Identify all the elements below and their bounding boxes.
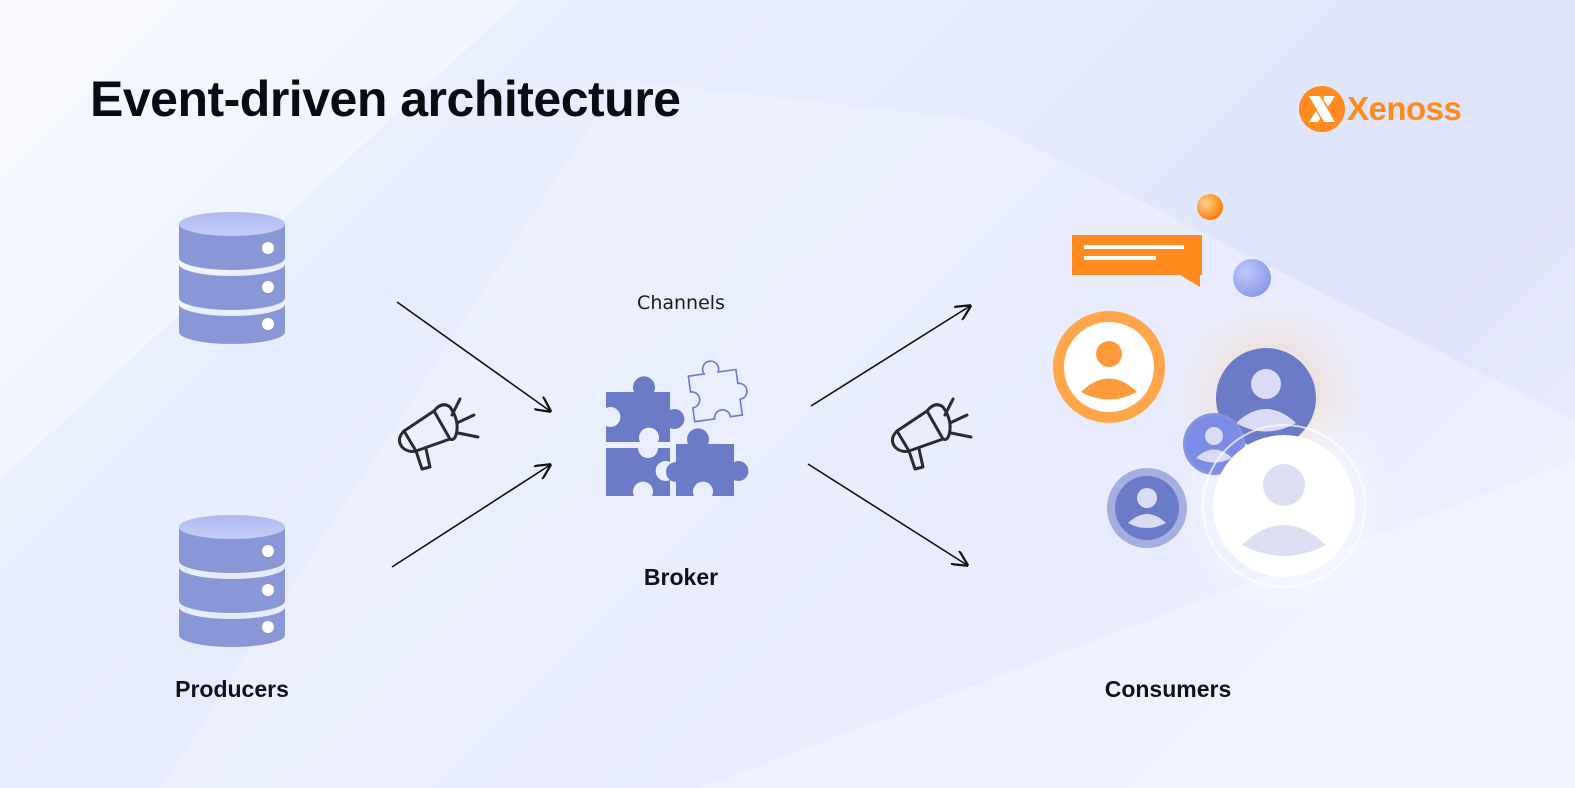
user-avatar-orange	[1053, 311, 1165, 423]
brand-logo[interactable]: Xenoss	[1298, 84, 1462, 134]
consumers-label: Consumers	[1104, 676, 1232, 702]
page-title: Event-driven architecture	[90, 71, 681, 127]
producers-label: Producers	[175, 676, 289, 702]
notification-dot-icon	[1197, 194, 1223, 220]
megaphone-icon	[397, 397, 480, 471]
xenoss-logo-icon	[1299, 86, 1345, 132]
logo-text: Xenoss	[1347, 90, 1462, 127]
user-avatar-white	[1202, 424, 1366, 588]
users-group-icon	[1053, 194, 1395, 615]
user-avatar-bottom	[1107, 468, 1187, 548]
chat-bubble-icon	[1072, 235, 1202, 287]
megaphone-icon	[890, 397, 973, 471]
database-icon	[179, 515, 285, 647]
database-icon	[179, 212, 285, 344]
broker-label: Broker	[643, 564, 719, 590]
puzzle-pieces-icon	[606, 360, 749, 496]
channels-label: Channels	[637, 292, 725, 314]
